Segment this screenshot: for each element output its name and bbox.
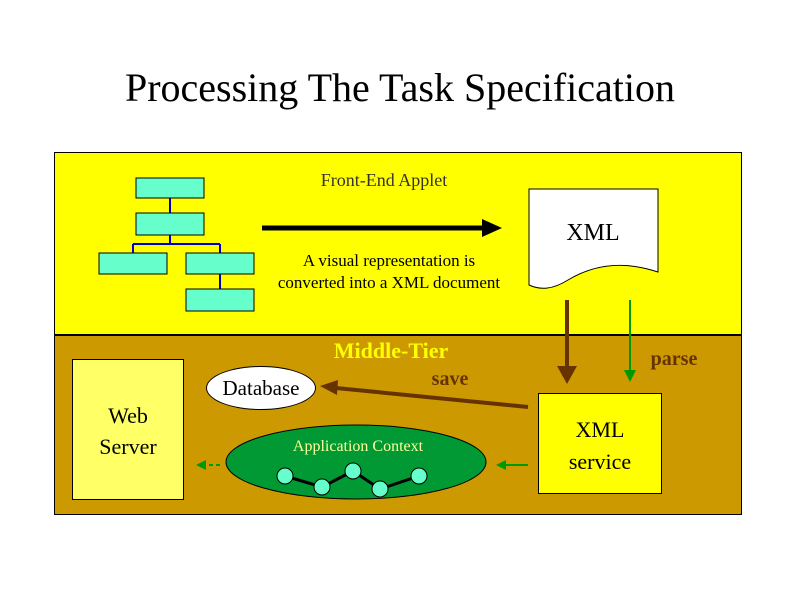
org-node <box>135 212 205 236</box>
org-node <box>185 288 255 312</box>
database-label: Database <box>222 376 300 400</box>
web-server-label: Web Server <box>99 403 157 459</box>
middle-tier-label: Middle-Tier <box>333 338 449 363</box>
xml-to-service-arrowhead <box>557 366 577 384</box>
save-arrowhead <box>320 380 338 395</box>
conversion-description: A visual representation is converted int… <box>277 251 501 292</box>
slide-title: Processing The Task Specification <box>124 65 676 110</box>
web-server-box: Web Server <box>72 359 184 500</box>
xml-service-label: XML service <box>568 417 632 474</box>
application-context-ellipse <box>225 424 487 500</box>
context-node <box>276 467 294 485</box>
context-node <box>410 467 428 485</box>
service-to-context-arrowhead <box>496 460 506 470</box>
application-context-label: Application Context <box>292 438 424 455</box>
context-to-webserver-arrowhead <box>196 460 206 470</box>
front-end-label: Front-End Applet <box>320 170 448 190</box>
xml-document-label: XML <box>566 220 620 246</box>
org-chart <box>132 198 221 289</box>
org-node <box>185 252 255 275</box>
context-node <box>371 480 389 498</box>
save-label: save <box>431 368 469 390</box>
database-ellipse: Database <box>206 366 316 410</box>
org-node <box>98 252 168 275</box>
parse-label: parse <box>650 348 698 370</box>
parse-arrowhead <box>624 370 636 382</box>
xml-service-box: XML service <box>538 393 662 494</box>
conversion-arrowhead <box>482 219 502 237</box>
org-node <box>135 177 205 199</box>
context-node <box>313 478 331 496</box>
xml-document-shape <box>528 188 659 289</box>
context-node <box>344 462 362 480</box>
save-arrow <box>335 386 529 409</box>
